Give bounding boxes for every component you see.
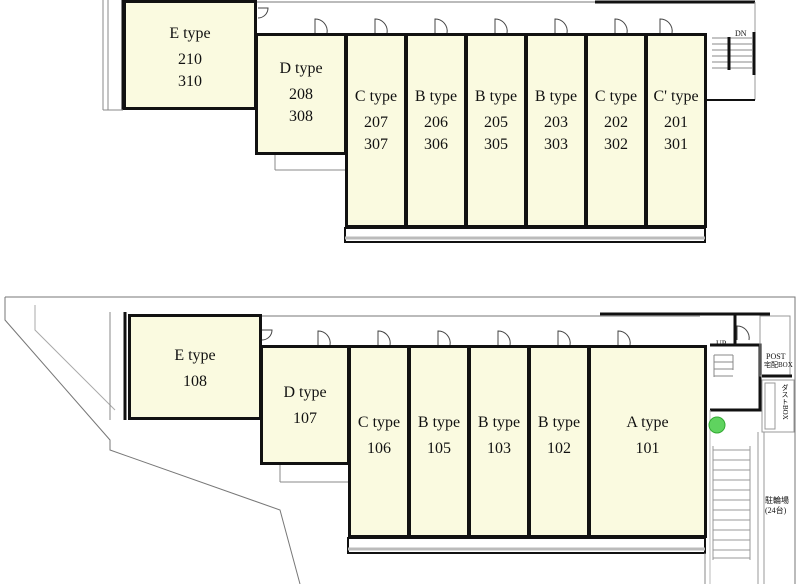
- room-number: 308: [289, 108, 313, 125]
- room-number: 306: [424, 136, 448, 153]
- room-number: 201: [664, 114, 688, 131]
- room-number: 206: [424, 114, 448, 131]
- room-number: 108: [183, 373, 207, 390]
- upper-unit-202: C type 202 302: [585, 33, 647, 228]
- upper-unit-208: D type 208 308: [255, 33, 347, 155]
- unit-type-label: E type: [169, 25, 211, 42]
- stair-up-label: UP: [716, 339, 727, 348]
- unit-type-label: B type: [414, 88, 458, 105]
- room-number: 103: [487, 440, 511, 457]
- unit-type-label: B type: [477, 414, 521, 431]
- dust-box-label: ダストBOX: [781, 384, 789, 420]
- room-number: 305: [484, 136, 508, 153]
- room-number: 307: [364, 136, 388, 153]
- room-number: 205: [484, 114, 508, 131]
- upper-unit-203: B type 203 303: [525, 33, 587, 228]
- bicycle-parking-label: 駐輪場: [765, 496, 789, 505]
- unit-type-label: C type: [594, 88, 638, 105]
- upper-unit-210: E type 210 310: [123, 0, 257, 110]
- room-number: 302: [604, 136, 628, 153]
- post-box-label: POST: [766, 352, 786, 361]
- unit-type-label: D type: [283, 384, 327, 401]
- room-number: 210: [178, 51, 202, 68]
- room-number: 102: [547, 440, 571, 457]
- room-number: 203: [544, 114, 568, 131]
- room-number: 208: [289, 86, 313, 103]
- ground-unit-101: A type 101: [588, 345, 707, 538]
- unit-type-label: B type: [417, 414, 461, 431]
- room-number: 106: [367, 440, 391, 457]
- room-number: 101: [635, 440, 660, 457]
- ground-unit-102: B type 102: [528, 345, 590, 538]
- ground-unit-107: D type 107: [260, 345, 350, 465]
- delivery-box-label: 宅配BOX: [764, 361, 793, 369]
- ground-unit-103: B type 103: [468, 345, 530, 538]
- upper-unit-205: B type 205 305: [465, 33, 527, 228]
- unit-type-label: B type: [474, 88, 518, 105]
- room-number: 107: [293, 410, 317, 427]
- room-number: 207: [364, 114, 388, 131]
- unit-type-label: B type: [537, 414, 581, 431]
- upper-unit-206: B type 206 306: [405, 33, 467, 228]
- upper-unit-201: C' type 201 301: [645, 33, 707, 228]
- unit-type-label: D type: [279, 60, 323, 77]
- ground-unit-106: C type 106: [348, 345, 410, 538]
- stair-down-label: DN: [735, 29, 747, 38]
- room-number: 105: [427, 440, 451, 457]
- room-number: 303: [544, 136, 568, 153]
- unit-type-label: C type: [357, 414, 401, 431]
- room-number: 301: [664, 136, 688, 153]
- upper-unit-207: C type 207 307: [345, 33, 407, 228]
- unit-type-label: B type: [534, 88, 578, 105]
- room-number: 202: [604, 114, 628, 131]
- unit-type-label: E type: [174, 347, 216, 364]
- tree-icon: [708, 416, 726, 434]
- ground-unit-108: E type 108: [128, 314, 262, 420]
- bicycle-parking-capacity: (24台): [765, 506, 787, 515]
- room-number: 310: [178, 73, 202, 90]
- unit-type-label: C type: [354, 88, 398, 105]
- unit-type-label: C' type: [653, 88, 699, 105]
- unit-type-label: A type: [626, 414, 669, 431]
- ground-unit-105: B type 105: [408, 345, 470, 538]
